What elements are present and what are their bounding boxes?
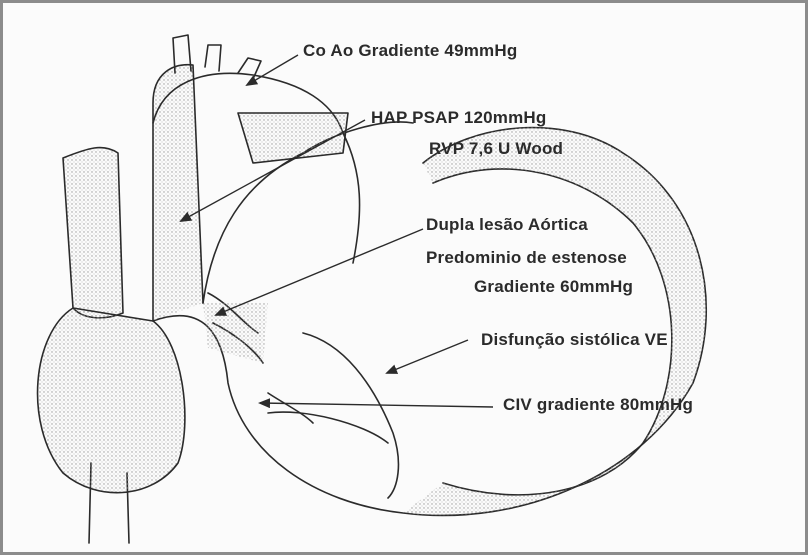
ascending-aorta — [153, 65, 203, 321]
arrow-aortic — [216, 229, 423, 315]
arrow-civ — [260, 403, 493, 407]
lv-dysfunction-annotation: Disfunção sistólica VE — [481, 330, 668, 350]
hap-annotation-line1: HAP PSAP 120mmHg — [371, 108, 546, 128]
aortic-annotation-line1: Dupla lesão Aórtica — [426, 215, 588, 235]
septal-defect-edge — [268, 393, 313, 423]
septum-lower — [268, 412, 388, 443]
superior-vena-cava — [63, 148, 123, 318]
right-atrium — [38, 308, 185, 493]
arrow-lv-dysfunction — [387, 340, 468, 373]
left-ventricle-wall-band — [403, 128, 706, 516]
descending-aorta — [343, 133, 360, 263]
aortic-annotation-line3: Gradiente 60mmHg — [474, 277, 633, 297]
aortic-annotation-line2: Predominio de estenose — [426, 248, 627, 268]
hap-annotation-line2: RVP 7,6 U Wood — [429, 139, 563, 159]
civ-annotation: CIV gradiente 80mmHg — [503, 395, 693, 415]
heart-illustration — [3, 3, 808, 558]
aortic-valve-region — [203, 303, 268, 363]
left-carotid — [205, 45, 221, 71]
coarctation-annotation: Co Ao Gradiente 49mmHg — [303, 41, 517, 61]
